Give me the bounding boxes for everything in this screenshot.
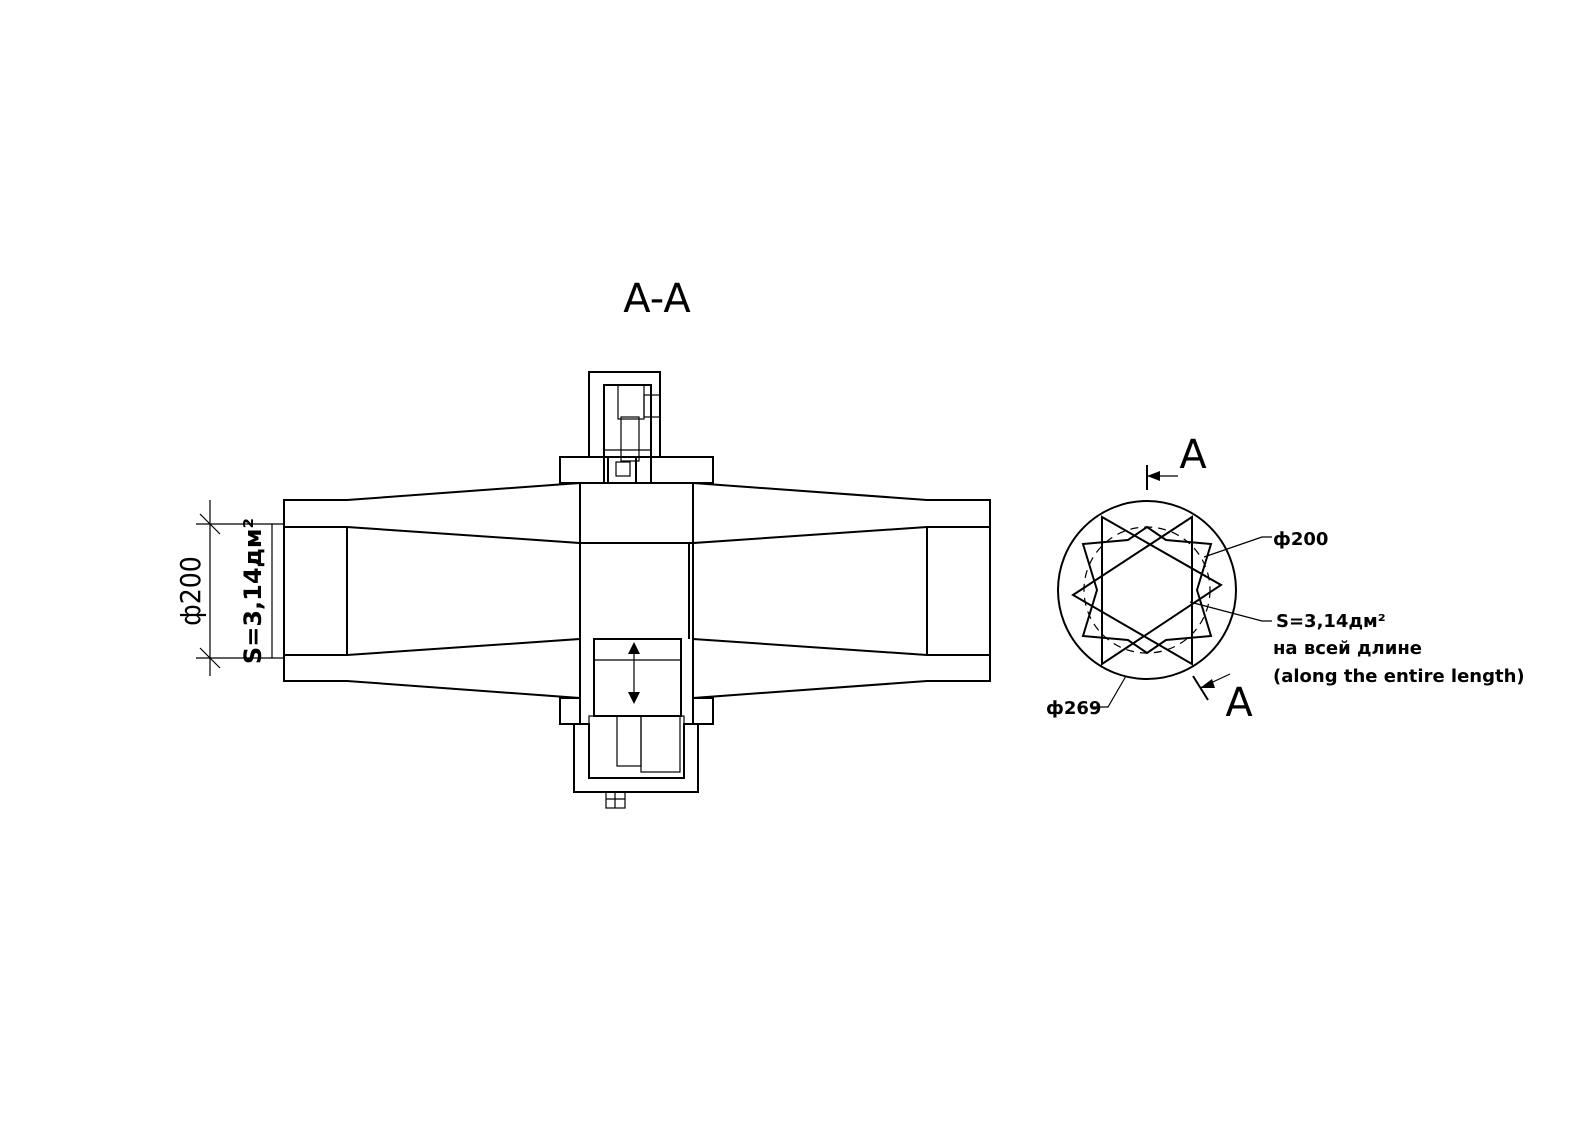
cut-label-bottom: A	[1225, 680, 1253, 726]
side-outer-diameter: ф269	[1046, 698, 1101, 719]
cut-label-top: A	[1179, 432, 1207, 478]
lower-wall-left	[283, 637, 581, 700]
side-area-line2: на всей длине	[1273, 638, 1422, 659]
top-valve-housing	[559, 371, 714, 484]
lower-wall-right	[692, 637, 991, 700]
bottom-valve-housing	[559, 638, 714, 809]
center-insert-top	[579, 482, 694, 544]
main-area-label: S=3,14дм²	[239, 518, 267, 664]
side-area-line1: S=3,14дм²	[1276, 611, 1386, 632]
side-area-line3: (along the entire length)	[1273, 666, 1525, 687]
side-inner-diameter: ф200	[1273, 529, 1328, 550]
upper-wall-left	[283, 481, 581, 545]
main-section-view: ф200 S=3,14дм²	[174, 371, 991, 809]
outer-circle	[1057, 500, 1237, 680]
inner-dashed-circle	[1083, 526, 1211, 654]
left-dimensions	[196, 500, 284, 676]
upper-wall-right	[692, 481, 991, 545]
section-title: A-A	[623, 276, 691, 322]
side-cross-section	[1057, 465, 1272, 708]
main-diameter-label: ф200	[174, 556, 207, 626]
